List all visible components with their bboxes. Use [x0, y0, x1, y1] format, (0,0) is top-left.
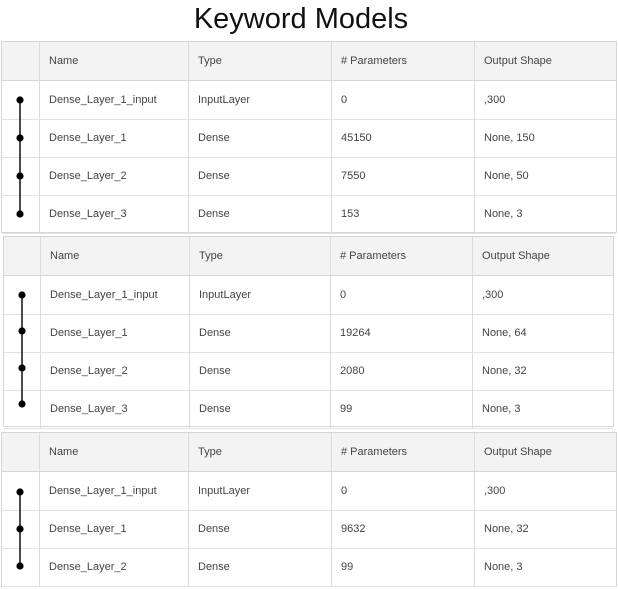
table-row[interactable]: Dense_Layer_1 Dense 45150 None, 150 — [2, 119, 616, 158]
layer-name: Dense_Layer_1_input — [39, 472, 188, 510]
column-header-output-shape[interactable]: Output Shape — [474, 42, 618, 80]
layer-type: InputLayer — [188, 81, 331, 119]
layer-params: 19264 — [330, 314, 472, 352]
column-header-type[interactable]: Type — [189, 237, 330, 275]
layer-output-shape: None, 50 — [474, 157, 618, 195]
layer-params: 153 — [331, 195, 474, 233]
layer-params: 7550 — [331, 157, 474, 195]
layer-name: Dense_Layer_1_input — [40, 276, 189, 314]
layer-name: Dense_Layer_3 — [40, 390, 189, 428]
layer-name: Dense_Layer_1 — [40, 314, 189, 352]
layer-name: Dense_Layer_1_input — [39, 81, 188, 119]
layer-output-shape: None, 64 — [472, 314, 615, 352]
column-header-type[interactable]: Type — [188, 42, 331, 80]
page-title: Keyword Models — [193, 3, 409, 35]
layer-name: Dense_Layer_2 — [39, 157, 188, 195]
layer-params: 0 — [331, 81, 474, 119]
graph-node-dot[interactable] — [16, 488, 24, 496]
layer-params: 99 — [331, 548, 474, 586]
layer-name: Dense_Layer_2 — [40, 352, 189, 390]
layer-output-shape: ,300 — [474, 81, 618, 119]
graph-node-dot[interactable] — [16, 96, 24, 104]
layer-params: 2080 — [330, 352, 472, 390]
table-row[interactable]: Dense_Layer_2 Dense 2080 None, 32 — [4, 352, 613, 391]
layer-params: 45150 — [331, 119, 474, 157]
layer-output-shape: None, 3 — [474, 548, 618, 586]
layer-type: Dense — [189, 352, 330, 390]
layer-type: Dense — [188, 195, 331, 233]
table-row[interactable]: Dense_Layer_1_input InputLayer 0 ,300 — [2, 472, 616, 511]
layer-type: InputLayer — [188, 472, 331, 510]
layer-name: Dense_Layer_1 — [39, 119, 188, 157]
model-table-2: Name Type # Parameters Output Shape Dens… — [3, 236, 614, 429]
column-header-params[interactable]: # Parameters — [331, 433, 474, 471]
column-header-name[interactable]: Name — [39, 433, 188, 471]
layer-type: Dense — [189, 314, 330, 352]
layer-type: Dense — [188, 157, 331, 195]
table-row[interactable]: Dense_Layer_1_input InputLayer 0 ,300 — [4, 276, 613, 315]
layer-output-shape: None, 32 — [474, 510, 618, 548]
layer-type: Dense — [188, 119, 331, 157]
layer-output-shape: ,300 — [472, 276, 615, 314]
graph-node-dot[interactable] — [16, 172, 24, 180]
model-table-1: Name Type # Parameters Output Shape Dens… — [1, 41, 617, 234]
table-header: Name Type # Parameters Output Shape — [2, 42, 616, 81]
table-row[interactable]: Dense_Layer_1 Dense 9632 None, 32 — [2, 510, 616, 549]
table-row[interactable]: Dense_Layer_3 Dense 153 None, 3 — [2, 195, 616, 234]
graph-node-dot[interactable] — [16, 134, 24, 142]
layer-graph — [16, 96, 24, 218]
layer-name: Dense_Layer_2 — [39, 548, 188, 586]
graph-node-dot[interactable] — [18, 364, 26, 372]
table-row[interactable]: Dense_Layer_1_input InputLayer 0 ,300 — [2, 81, 616, 120]
layer-params: 0 — [330, 276, 472, 314]
layer-type: Dense — [188, 548, 331, 586]
table-row[interactable]: Dense_Layer_3 Dense 99 None, 3 — [4, 390, 613, 429]
column-header-type[interactable]: Type — [188, 433, 331, 471]
table-row[interactable]: Dense_Layer_1 Dense 19264 None, 64 — [4, 314, 613, 353]
layer-graph — [18, 291, 26, 408]
table-header: Name Type # Parameters Output Shape — [4, 237, 613, 276]
layer-output-shape: None, 3 — [474, 195, 618, 233]
layer-params: 0 — [331, 472, 474, 510]
layer-output-shape: None, 32 — [472, 352, 615, 390]
graph-node-dot[interactable] — [18, 400, 26, 408]
layer-type: Dense — [189, 390, 330, 428]
column-header-output-shape[interactable]: Output Shape — [472, 237, 615, 275]
graph-node-dot[interactable] — [18, 291, 26, 299]
column-header-params[interactable]: # Parameters — [330, 237, 472, 275]
graph-node-dot[interactable] — [18, 327, 26, 335]
column-header-output-shape[interactable]: Output Shape — [474, 433, 618, 471]
layer-type: Dense — [188, 510, 331, 548]
table-row[interactable]: Dense_Layer_2 Dense 99 None, 3 — [2, 548, 616, 587]
layer-type: InputLayer — [189, 276, 330, 314]
graph-node-dot[interactable] — [16, 525, 24, 533]
layer-graph — [16, 488, 24, 570]
layer-name: Dense_Layer_3 — [39, 195, 188, 233]
graph-node-dot[interactable] — [16, 210, 24, 218]
column-header-name[interactable]: Name — [39, 42, 188, 80]
layer-output-shape: None, 3 — [472, 390, 615, 428]
graph-node-dot[interactable] — [16, 562, 24, 570]
layer-name: Dense_Layer_1 — [39, 510, 188, 548]
table-row[interactable]: Dense_Layer_2 Dense 7550 None, 50 — [2, 157, 616, 196]
layer-params: 99 — [330, 390, 472, 428]
layer-output-shape: None, 150 — [474, 119, 618, 157]
column-header-params[interactable]: # Parameters — [331, 42, 474, 80]
layer-output-shape: ,300 — [474, 472, 618, 510]
table-header: Name Type # Parameters Output Shape — [2, 433, 616, 472]
layer-params: 9632 — [331, 510, 474, 548]
column-header-name[interactable]: Name — [40, 237, 189, 275]
model-table-3: Name Type # Parameters Output Shape Dens… — [1, 432, 617, 587]
